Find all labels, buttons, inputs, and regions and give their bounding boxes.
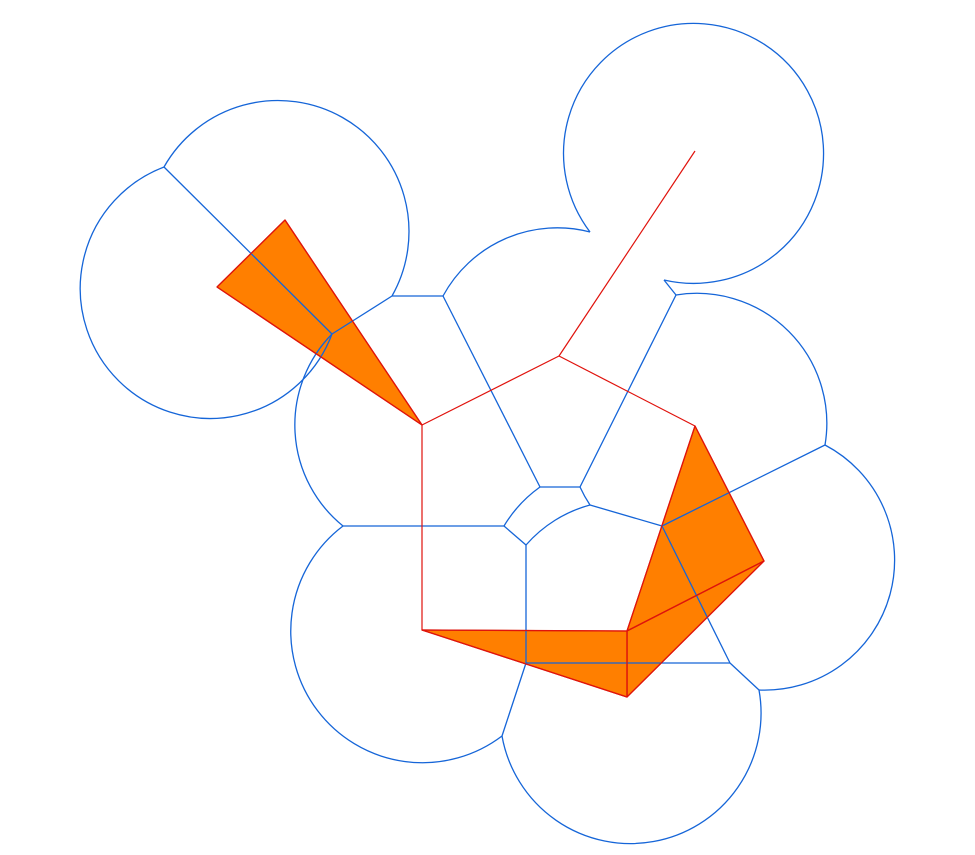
disk-arc-bottom (501, 689, 762, 845)
complex-edge-2 (421, 355, 560, 426)
power-diagram-edges (163, 166, 826, 737)
disk-arc-left (294, 333, 344, 527)
complex-edge-6 (284, 219, 423, 426)
cell-edge-d (442, 295, 541, 488)
complex-edge-7 (216, 219, 286, 288)
cell-edge-j (661, 525, 731, 664)
cell-edge-g (663, 279, 677, 296)
inner-hole-arc-top (503, 486, 541, 527)
disk-arc-center-top (442, 227, 591, 297)
cell-edge-b (331, 295, 393, 335)
cell-edge-m (501, 662, 527, 737)
complex-edge-11 (626, 560, 765, 698)
complex-edge-1 (558, 150, 696, 357)
disk-arc-bottom-left (290, 525, 503, 764)
cell-edge-k (729, 662, 760, 691)
complex-edge-5 (216, 286, 423, 426)
disk-arc-upper-left (79, 166, 333, 420)
complex-edge-10 (626, 560, 765, 632)
complex-edge-8 (694, 425, 765, 562)
complex-edge-14 (421, 629, 628, 698)
disk-arc-right (758, 444, 896, 691)
cell-edge-p (503, 525, 527, 546)
cell-edge-h (589, 504, 663, 527)
complex-edge-3 (558, 355, 696, 427)
disk-arc-top-right (562, 22, 825, 285)
inner-hole-arc-right (525, 504, 591, 546)
inner-hole-arc-tip (579, 486, 591, 506)
cell-edge-i (661, 444, 826, 527)
disk-arc-upper (163, 99, 410, 297)
complex-edge-9 (626, 425, 696, 632)
complex-edge-13 (421, 629, 628, 632)
union-of-disks-boundary (79, 22, 896, 845)
disk-arc-right-top (675, 292, 828, 446)
alpha-complex-edges (216, 150, 765, 698)
cell-edge-a (163, 166, 333, 335)
